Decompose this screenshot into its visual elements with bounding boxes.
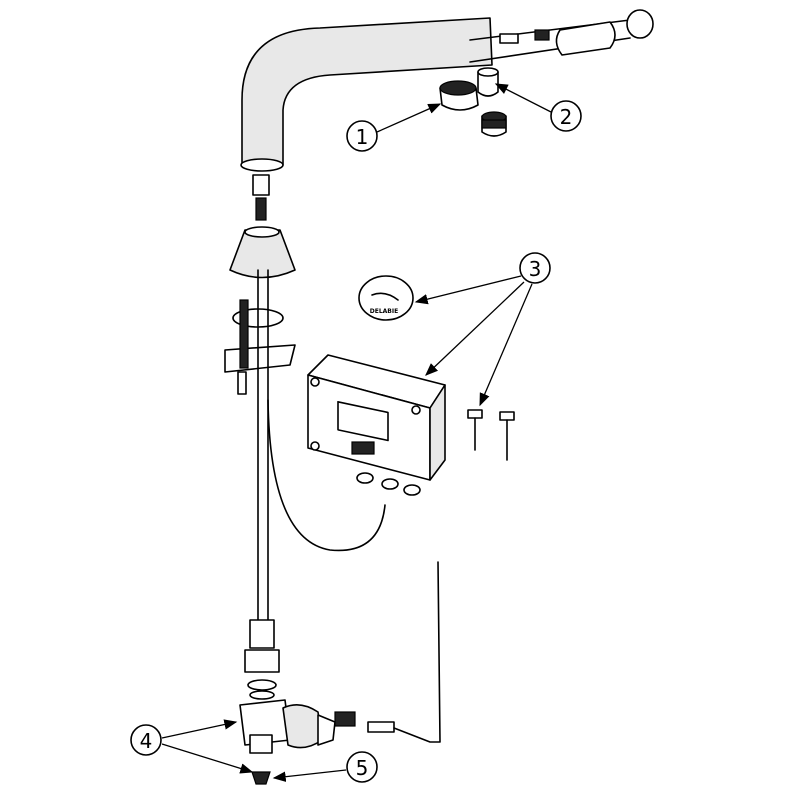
sensor-cable: [267, 399, 386, 552]
screws: [467, 409, 515, 461]
callout-5: 5: [346, 751, 378, 783]
callout-1: 1: [346, 120, 378, 152]
callout-2: 2: [550, 100, 582, 132]
filter: [251, 771, 271, 785]
leader-lines: [161, 83, 552, 782]
sensor-window: DELABIE: [358, 275, 414, 321]
callout-label: 1: [356, 125, 369, 149]
faucet-spout: [240, 9, 654, 172]
callout-label: 5: [356, 756, 369, 780]
callout-4: 4: [130, 724, 162, 756]
electronic-box: [307, 354, 446, 496]
mounting-bracket: [224, 299, 296, 395]
solenoid-valve: [239, 561, 441, 754]
callout-label: 2: [560, 105, 573, 129]
supply-hose: [244, 269, 280, 700]
callout-label: 4: [140, 729, 153, 753]
callout-label: 3: [529, 257, 542, 281]
spout-fittings: [229, 174, 296, 279]
svg-text:DELABIE: DELABIE: [370, 308, 398, 315]
aerator-parts: [439, 67, 507, 137]
callout-3: 3: [519, 252, 551, 284]
